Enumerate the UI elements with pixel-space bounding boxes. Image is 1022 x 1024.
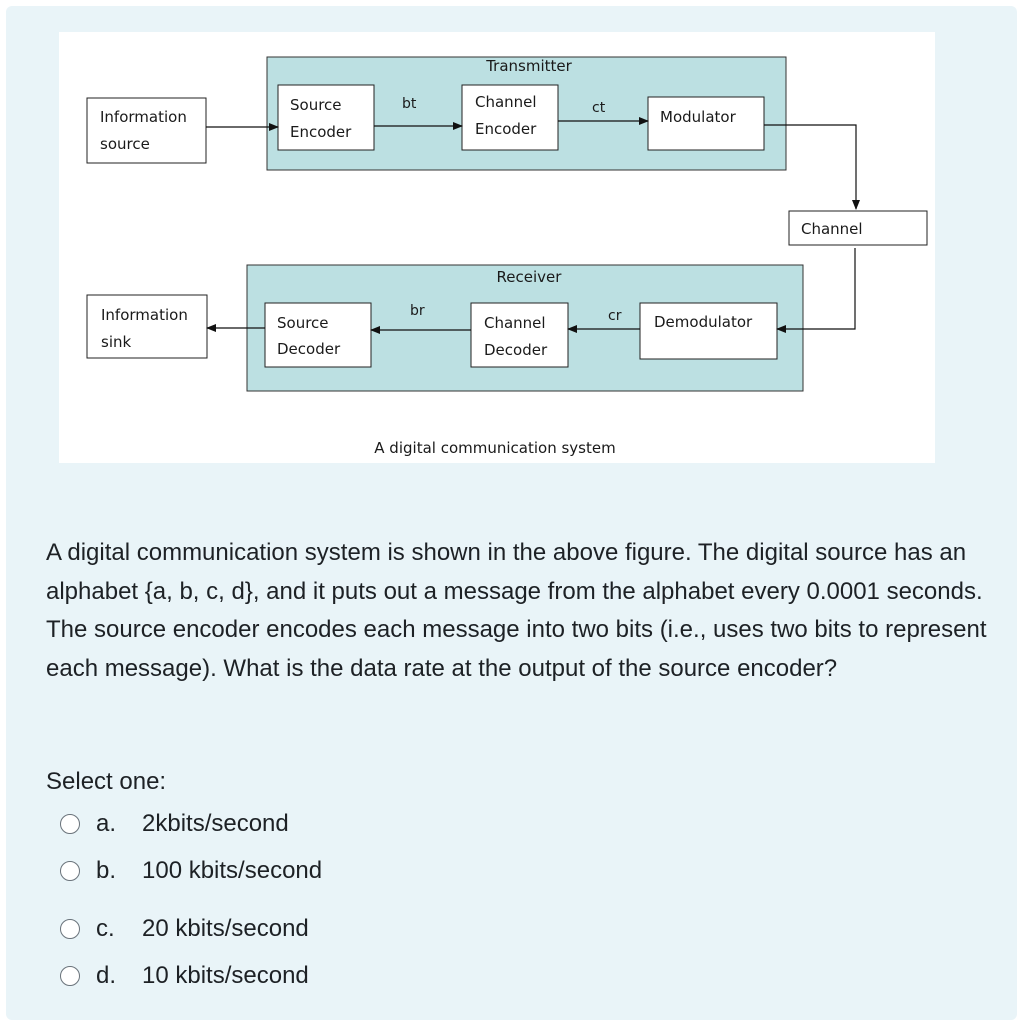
source-decoder-line1: Source xyxy=(277,314,329,332)
modulator-label: Modulator xyxy=(660,108,737,126)
signal-ct-label: ct xyxy=(592,100,606,116)
signal-br-label: br xyxy=(410,303,425,319)
transmitter-label: Transmitter xyxy=(485,57,572,75)
demodulator-box xyxy=(639,302,778,360)
channel-decoder-box xyxy=(470,302,569,368)
arrow-channel-to-demodulator xyxy=(776,248,856,333)
channel-encoder-line2: Encoder xyxy=(475,120,537,138)
option-text-d: 10 kbits/second xyxy=(142,962,309,989)
option-letter-d: d. xyxy=(96,962,117,989)
channel-label: Channel xyxy=(801,220,863,238)
option-text-c: 20 kbits/second xyxy=(142,915,309,942)
radio-button-a[interactable] xyxy=(60,814,80,834)
radio-button-d[interactable] xyxy=(60,966,80,986)
option-letter-c: c. xyxy=(96,915,115,942)
channel-box xyxy=(788,210,928,246)
receiver-label: Receiver xyxy=(497,268,563,286)
modulator-box xyxy=(647,96,765,151)
answer-option-c[interactable]: c. 20 kbits/second xyxy=(60,913,309,945)
option-letter-b: b. xyxy=(96,857,117,884)
source-encoder-line1: Source xyxy=(290,96,342,114)
signal-cr-label: cr xyxy=(608,308,622,324)
channel-decoder-line2: Decoder xyxy=(484,341,548,359)
option-text-a: 2kbits/second xyxy=(142,810,289,837)
radio-button-c[interactable] xyxy=(60,919,80,939)
information-sink-line1: Information xyxy=(101,306,188,324)
radio-button-b[interactable] xyxy=(60,861,80,881)
source-encoder-box xyxy=(277,84,375,151)
information-sink-line2: sink xyxy=(101,333,131,351)
information-source-box xyxy=(86,97,207,164)
source-decoder-line2: Decoder xyxy=(277,340,341,358)
source-decoder-box xyxy=(264,302,372,368)
information-source-line1: Information xyxy=(100,108,187,126)
option-text-b: 100 kbits/second xyxy=(142,857,323,884)
answer-option-b[interactable]: b. 100 kbits/second xyxy=(60,855,322,887)
demodulator-label: Demodulator xyxy=(654,313,753,331)
channel-encoder-box xyxy=(461,84,559,151)
question-text: A digital communication system is shown … xyxy=(46,539,987,682)
answer-option-a[interactable]: a. 2kbits/second xyxy=(60,808,289,840)
information-source-line2: source xyxy=(100,135,150,153)
option-letter-a: a. xyxy=(96,810,117,837)
figure-caption: A digital communication system xyxy=(374,439,615,457)
question-card: Transmitter Receiver Information source … xyxy=(6,6,1017,1020)
signal-bt-label: bt xyxy=(402,96,417,112)
source-encoder-line2: Encoder xyxy=(290,123,352,141)
arrow-modulator-to-channel xyxy=(764,124,860,210)
block-diagram: Transmitter Receiver Information source … xyxy=(86,56,928,457)
channel-encoder-line1: Channel xyxy=(475,93,537,111)
communication-system-figure: Transmitter Receiver Information source … xyxy=(59,32,935,463)
select-one-label: Select one: xyxy=(46,768,167,795)
channel-decoder-line1: Channel xyxy=(484,314,546,332)
answer-option-d[interactable]: d. 10 kbits/second xyxy=(60,960,309,992)
information-sink-box xyxy=(86,294,208,359)
